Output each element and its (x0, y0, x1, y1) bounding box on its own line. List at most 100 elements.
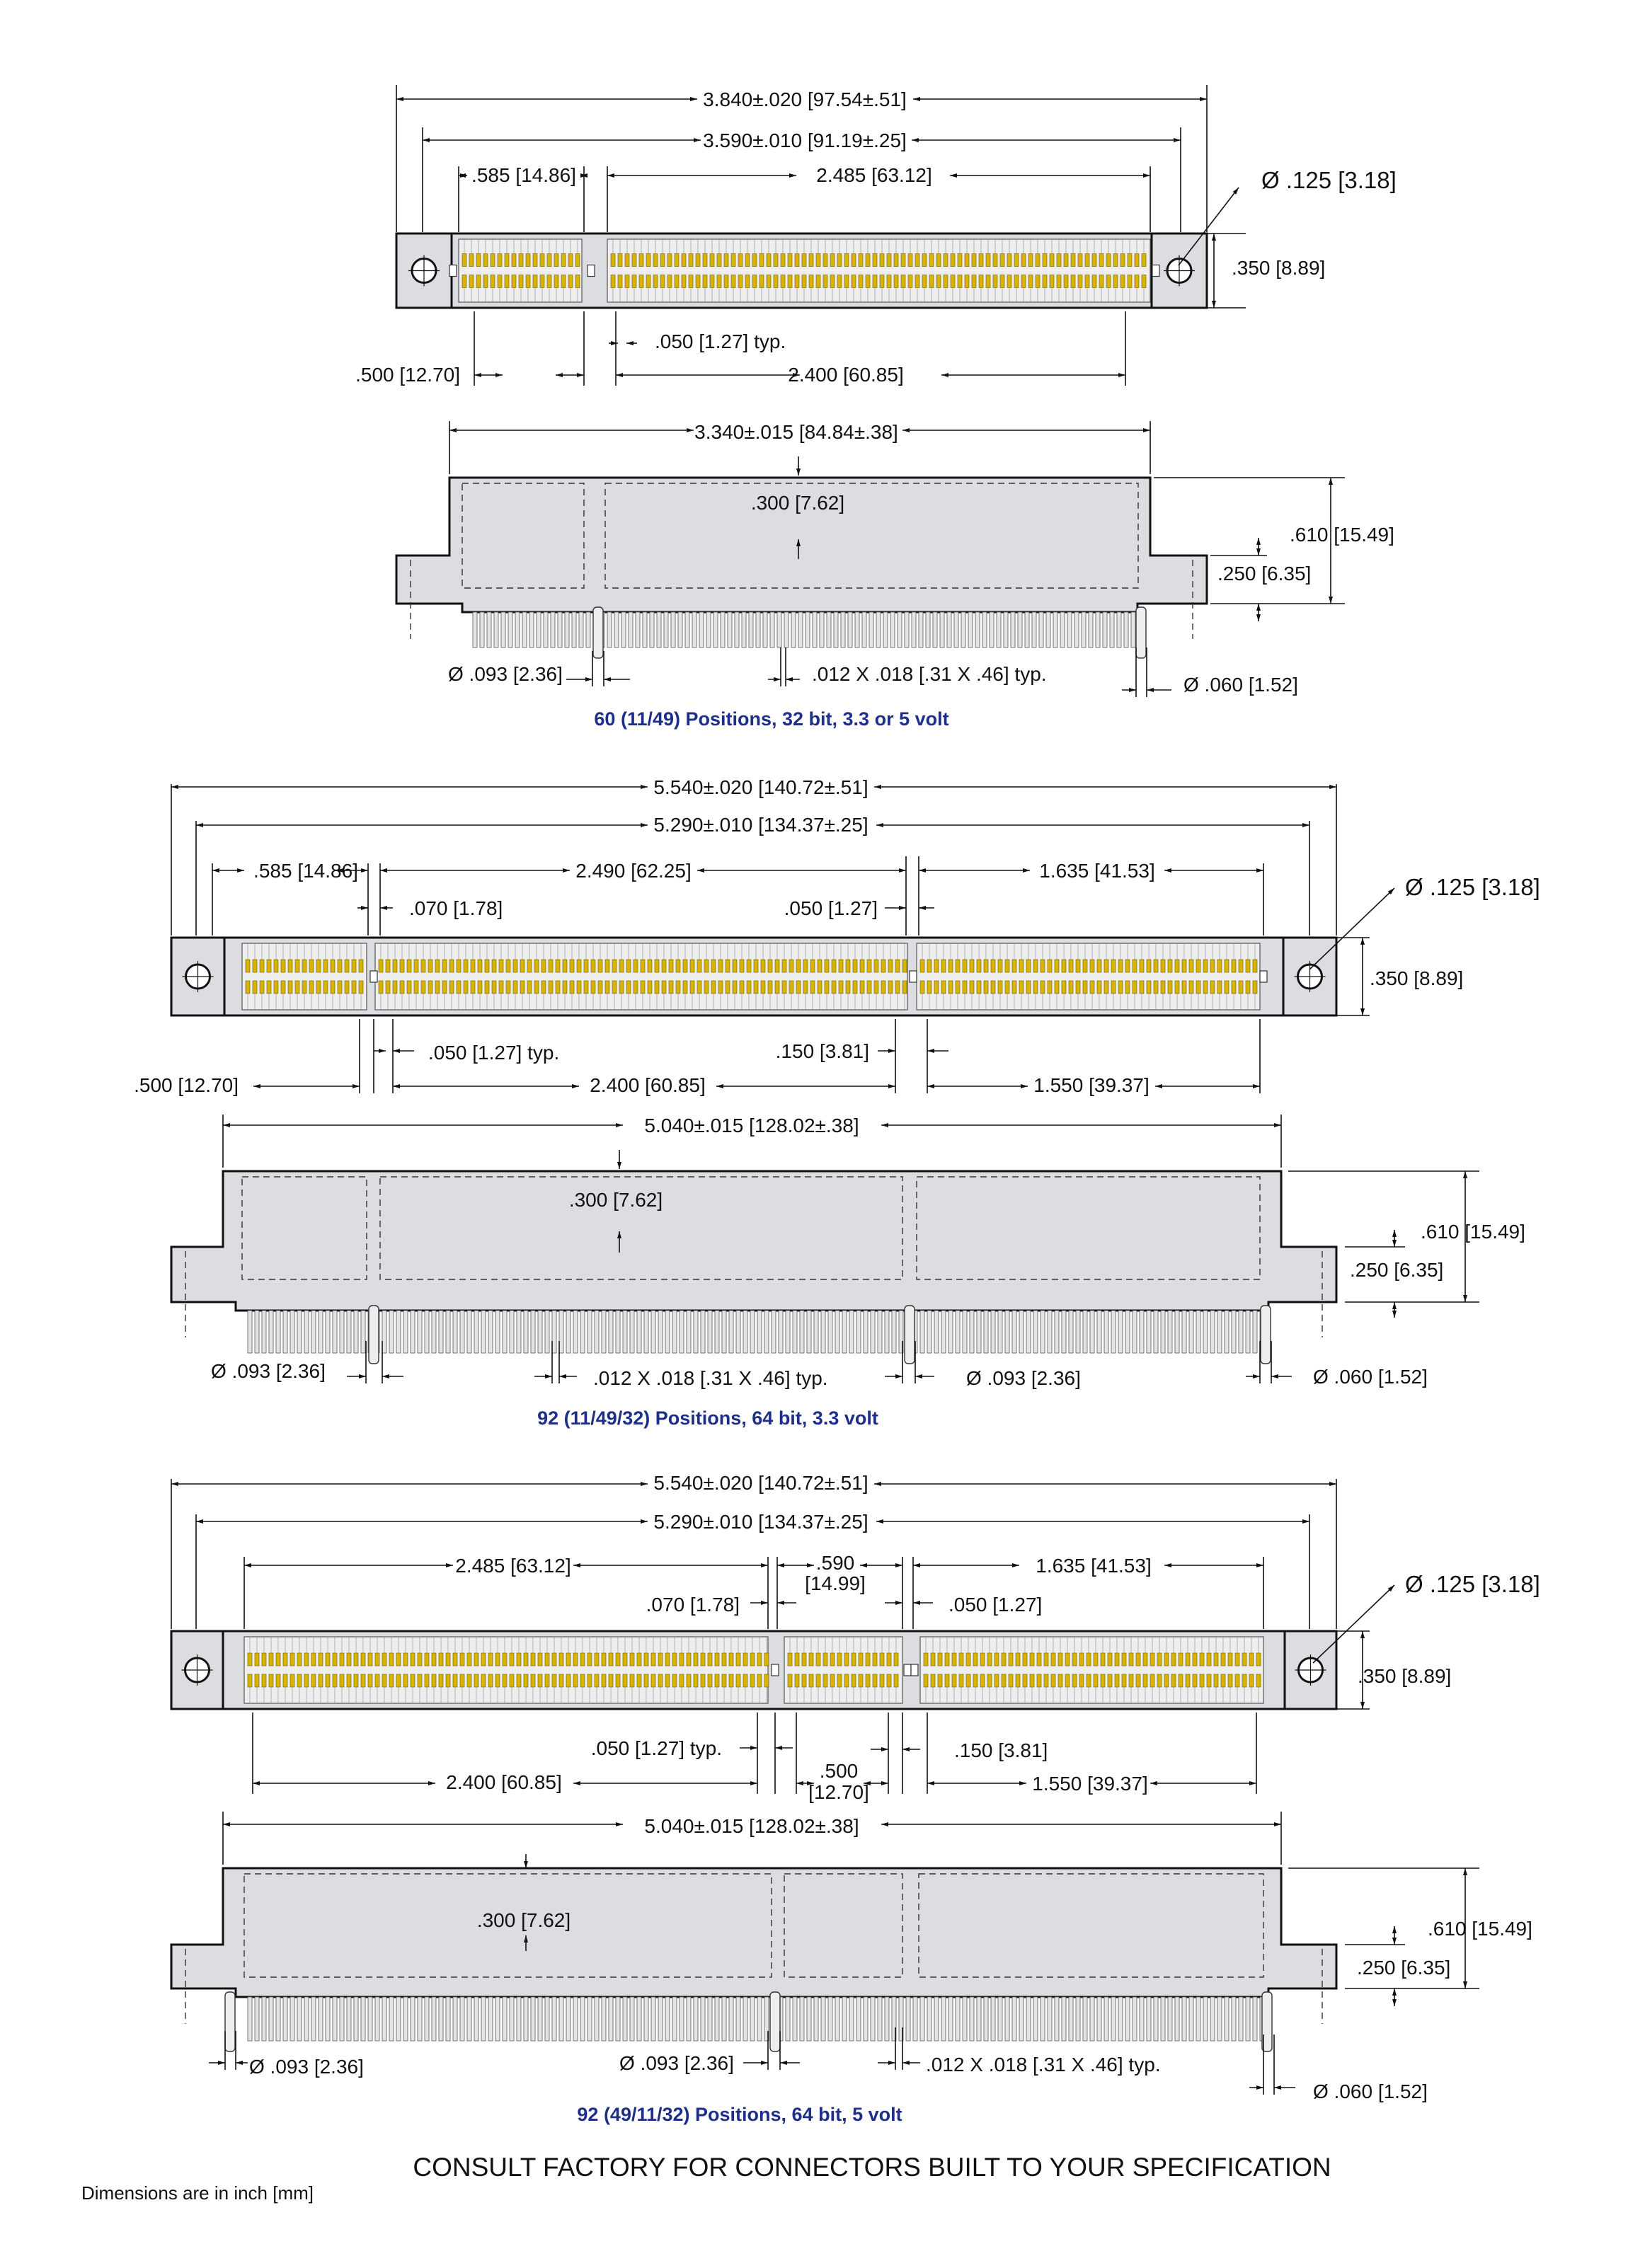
c1-side-view (395, 476, 1208, 659)
c2-span3-dim: 1.550 [39.37] (1033, 1074, 1149, 1096)
c1-flange-h-dim: .250 [6.35] (1217, 563, 1311, 585)
c2-contact-segment (374, 943, 908, 1011)
c3-pitch-dim: .050 [1.27] typ. (591, 1737, 722, 1759)
c1-height-dim: .350 [8.89] (1232, 257, 1325, 279)
c1-overall-h-dim: .610 [15.49] (1290, 524, 1394, 546)
c1-caption: 60 (11/49) Positions, 32 bit, 3.3 or 5 v… (594, 708, 948, 730)
c3-seg2a-dim: .590 (816, 1552, 855, 1574)
c1-locating-peg (1135, 606, 1147, 659)
c1-seg2-dim: 2.485 [63.12] (816, 164, 931, 186)
c2-locating-peg (368, 1305, 379, 1364)
c2-key1-dim: .070 [1.78] (409, 897, 503, 919)
c3-height-dim: .350 [8.89] (1358, 1665, 1451, 1687)
c3-key1-dim: .070 [1.78] (646, 1594, 740, 1616)
c3-locating-peg (224, 1991, 236, 2052)
c2-holes-dim: 5.290±.010 [134.37±.25] (653, 814, 868, 836)
c3-flange-h-dim: .250 [6.35] (1357, 1957, 1450, 1979)
c2-peg2-dim: Ø .093 [2.36] (966, 1367, 1081, 1389)
c2-span-dim: 2.400 [60.85] (590, 1074, 705, 1096)
c3-contact-segment (919, 1636, 1264, 1704)
c2-seg1-dim: .585 [14.86] (253, 860, 358, 882)
c2-length-dim: 5.040±.015 [128.02±.38] (644, 1115, 859, 1136)
c1-top-view (395, 232, 1208, 309)
c1-contact-segment (458, 238, 583, 303)
c3-length-dim: 5.040±.015 [128.02±.38] (644, 1815, 859, 1837)
c2-locating-peg (1260, 1305, 1271, 1364)
c1-contact-segment (607, 238, 1151, 303)
c2-overall-dim: 5.540±.020 [140.72±.51] (653, 776, 868, 798)
c2-key (1259, 970, 1268, 983)
c3-span-dim: 2.400 [60.85] (446, 1771, 561, 1793)
c3-top-view (170, 1630, 1338, 1710)
c2-left-offset-dim: .500 [12.70] (134, 1074, 239, 1096)
c2-seg2-dim: 2.490 [62.25] (575, 860, 691, 882)
c2-locating-peg (904, 1305, 915, 1364)
c3-mid-b-dim: [12.70] (808, 1781, 869, 1803)
c3-caption: 92 (49/11/32) Positions, 64 bit, 5 volt (577, 2104, 902, 2125)
c2-flange-h-dim: .250 [6.35] (1350, 1259, 1443, 1281)
c3-locating-peg (1261, 1991, 1273, 2052)
c1-span-dim: 2.400 [60.85] (788, 364, 903, 386)
c2-top-view (170, 936, 1338, 1017)
c1-side-housing (395, 476, 1208, 614)
c1-length-dim: 3.340±.015 [84.84±.38] (694, 421, 898, 443)
c3-seg3-dim: 1.635 [41.53] (1036, 1555, 1151, 1577)
c3-mid-a-dim: .500 (820, 1760, 859, 1782)
c2-contact-segment (916, 943, 1261, 1011)
c2-key (369, 970, 378, 983)
c3-span3-dim: 1.550 [39.37] (1032, 1773, 1147, 1795)
c3-gap-dim: .150 [3.81] (954, 1739, 1048, 1761)
c2-board-dim: .300 [7.62] (569, 1189, 663, 1211)
c3-peg2-dim: Ø .093 [2.36] (619, 2052, 734, 2074)
c3-board-dim: .300 [7.62] (477, 1909, 571, 1931)
c2-hole-dia-dim: Ø .125 [3.18] (1405, 874, 1540, 900)
c3-holes-dim: 5.290±.010 [134.37±.25] (653, 1511, 868, 1533)
c1-locating-peg (592, 606, 604, 659)
c3-contact-segment (784, 1636, 903, 1704)
c2-contact-segment (241, 943, 367, 1011)
c1-peg-dim: Ø .093 [2.36] (448, 663, 563, 685)
c3-pin-end-dim: Ø .060 [1.52] (1313, 2080, 1428, 2102)
c1-pitch-dim: .050 [1.27] typ. (655, 330, 786, 352)
c1-overall-dim: 3.840±.020 [97.54±.51] (703, 88, 907, 110)
c2-key (909, 970, 917, 983)
c1-board-dim: .300 [7.62] (751, 492, 844, 514)
c2-seg3-dim: 1.635 [41.53] (1039, 860, 1154, 882)
c2-pin-dim: .012 X .018 [.31 X .46] typ. (593, 1367, 828, 1389)
c3-hole-dia-dim: Ø .125 [3.18] (1405, 1571, 1540, 1597)
c2-side-view (170, 1170, 1338, 1364)
c2-key2-dim: .050 [1.27] (784, 897, 878, 919)
c1-seg1-dim: .585 [14.86] (471, 164, 576, 186)
units-note: Dimensions are in inch [mm] (81, 2182, 314, 2204)
c3-overall-dim: 5.540±.020 [140.72±.51] (653, 1472, 868, 1494)
c1-holes-dim: 3.590±.010 [91.19±.25] (703, 129, 907, 151)
c3-side-view (170, 1867, 1338, 2052)
c1-left-offset-dim: .500 [12.70] (355, 364, 460, 386)
c3-key2-dim: .050 [1.27] (948, 1594, 1042, 1616)
c1-pin-dim: .012 X .018 [.31 X .46] typ. (812, 663, 1047, 685)
c1-pin-end-dim: Ø .060 [1.52] (1183, 674, 1298, 696)
c2-gap-dim: .150 [3.81] (776, 1040, 869, 1062)
c1-key (587, 264, 595, 277)
c3-pin-dim: .012 X .018 [.31 X .46] typ. (926, 2054, 1161, 2076)
c1-key (449, 264, 457, 277)
footer-note: CONSULT FACTORY FOR CONNECTORS BUILT TO … (413, 2153, 1331, 2182)
c3-key (910, 1664, 919, 1676)
c3-side-housing (170, 1867, 1338, 1998)
c2-peg-dim: Ø .093 [2.36] (211, 1360, 326, 1382)
c3-locating-peg (769, 1991, 781, 2052)
c1-key (1152, 264, 1160, 277)
c3-contact-segment (243, 1636, 769, 1704)
c2-height-dim: .350 [8.89] (1370, 967, 1463, 989)
c3-key (771, 1664, 779, 1676)
c2-overall-h-dim: .610 [15.49] (1421, 1221, 1525, 1243)
c2-pitch-dim: .050 [1.27] typ. (428, 1042, 559, 1064)
c2-caption: 92 (11/49/32) Positions, 64 bit, 3.3 vol… (537, 1408, 878, 1429)
c3-key (903, 1664, 912, 1676)
c3-overall-h-dim: .610 [15.49] (1428, 1918, 1532, 1940)
c3-peg-dim: Ø .093 [2.36] (249, 2056, 364, 2078)
c2-side-housing (170, 1170, 1338, 1312)
c3-seg1-dim: 2.485 [63.12] (455, 1555, 571, 1577)
